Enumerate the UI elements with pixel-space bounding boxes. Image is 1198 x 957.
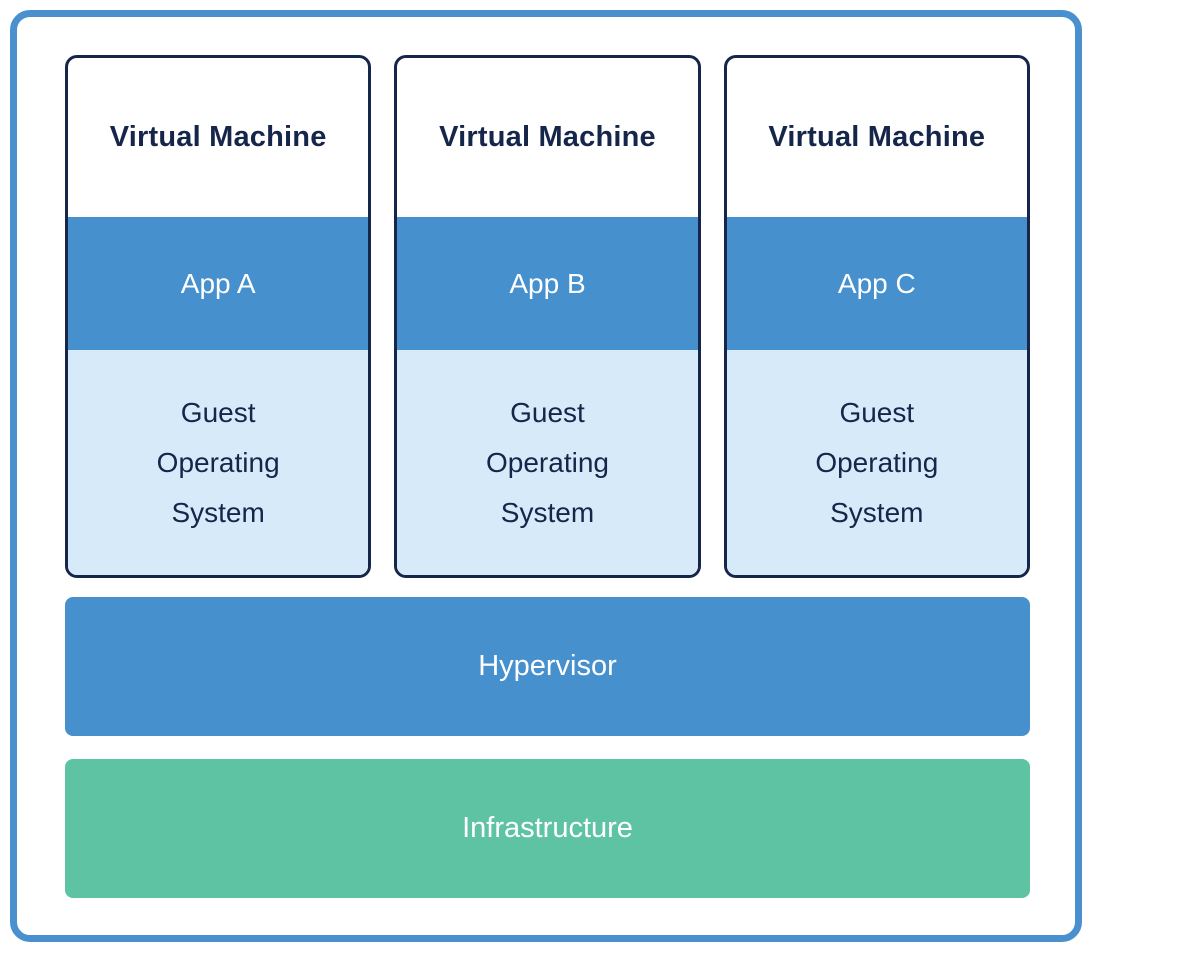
guest-os-band: Guest Operating System	[68, 350, 369, 575]
vm-title: Virtual Machine	[768, 121, 986, 153]
vm-card-2: Virtual Machine App B Guest Operating Sy…	[394, 55, 701, 578]
app-a-band: App A	[68, 217, 369, 350]
app-c-band: App C	[726, 217, 1027, 350]
vm-card-3: Virtual Machine App C Guest Operating Sy…	[723, 55, 1030, 578]
diagram-frame: Virtual Machine App A Guest Operating Sy…	[10, 10, 1082, 942]
hypervisor-bar: Hypervisor	[65, 597, 1030, 736]
vm-row: Virtual Machine App A Guest Operating Sy…	[65, 55, 1030, 578]
vm-title: Virtual Machine	[439, 121, 656, 153]
app-b-band: App B	[397, 217, 698, 350]
vm-title: Virtual Machine	[109, 121, 327, 153]
guest-os-band: Guest Operating System	[397, 350, 698, 575]
guest-os-band: Guest Operating System	[726, 350, 1027, 575]
infrastructure-bar: Infrastructure	[65, 759, 1030, 898]
vm-card-1: Virtual Machine App A Guest Operating Sy…	[65, 55, 372, 578]
